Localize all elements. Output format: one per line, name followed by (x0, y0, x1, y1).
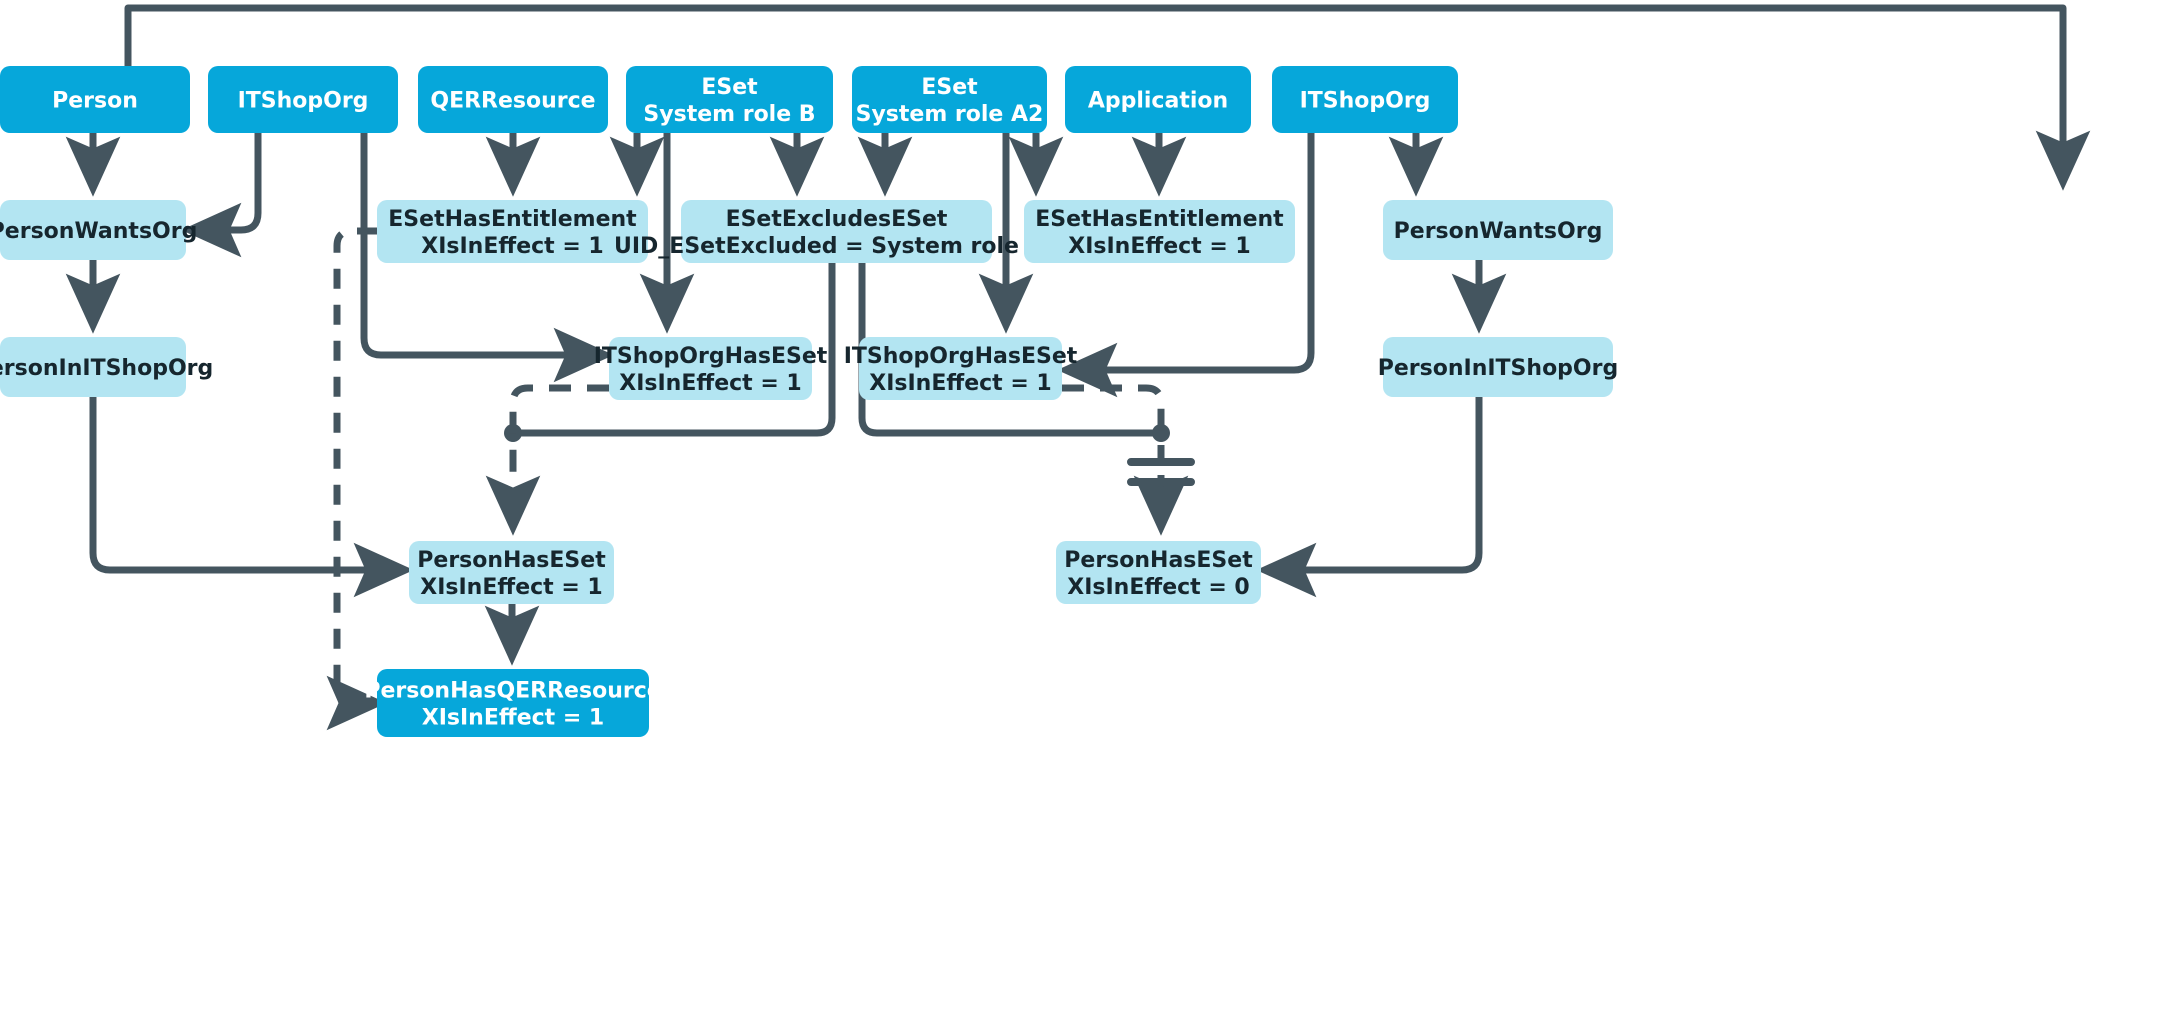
node-label: PersonWantsOrg (0, 219, 197, 244)
node-label: XIsInEffect = 1 (420, 575, 602, 600)
node-label: ESetHasEntitlement (1035, 207, 1284, 232)
node-personwantsorg-l[interactable]: PersonWantsOrg (0, 200, 197, 260)
node-person[interactable]: Person (0, 66, 190, 133)
node-itshoporg-right[interactable]: ITShopOrg (1272, 66, 1458, 133)
node-label: Person (52, 89, 138, 114)
node-box[interactable] (859, 337, 1062, 400)
edge-personinitshoporg-to-personhaseset1 (89, 397, 414, 598)
blocked-symbol-icon (1127, 458, 1195, 486)
node-label: ITShopOrgHasESet (594, 344, 828, 369)
node-label: XIsInEffect = 0 (1067, 575, 1249, 600)
node-box[interactable] (1383, 200, 1613, 260)
node-label: PersonHasESet (417, 548, 606, 573)
node-label: ITShopOrg (1300, 89, 1431, 114)
node-label: XIsInEffect = 1 (421, 234, 603, 259)
edge-top-bus (124, 4, 2091, 191)
node-box[interactable] (208, 66, 398, 133)
node-box[interactable] (0, 66, 190, 133)
node-label: XIsInEffect = 1 (422, 706, 604, 731)
node-label: PersonHasESet (1064, 548, 1253, 573)
node-box[interactable] (418, 66, 608, 133)
node-box[interactable] (0, 200, 186, 260)
node-label: PersonWantsOrg (1394, 219, 1603, 244)
node-box[interactable] (626, 66, 833, 133)
edge-itshoporgleft-to-itshoporghaseset (360, 133, 614, 383)
node-box[interactable] (377, 669, 649, 737)
node-label: ESet (701, 75, 758, 100)
edge-esetexcludeseset-right-leg (858, 263, 1161, 437)
node-box[interactable] (1056, 541, 1261, 604)
edge-personinitshoporg-to-personhaseset0 (1256, 397, 1483, 598)
node-box[interactable] (681, 200, 992, 263)
node-box[interactable] (1024, 200, 1295, 263)
node-label: PersonHasQERResource (364, 679, 661, 704)
node-box[interactable] (609, 337, 812, 400)
node-box[interactable] (1383, 337, 1613, 397)
node-label: ESetExcludesESet (726, 207, 948, 232)
node-label: System role A2 (856, 102, 1044, 127)
edge-dashed-esethasentitlement-to-personhasqerresource (326, 227, 387, 731)
node-label: ITShopOrgHasESet (844, 344, 1078, 369)
node-box[interactable] (409, 541, 614, 604)
node-label: ITShopOrg (238, 89, 369, 114)
node-itshoporg-left[interactable]: ITShopOrg (208, 66, 398, 133)
edge-dashed-itshoporghaseset-to-personhaseset1 (485, 384, 609, 536)
node-personwantsorg-r[interactable]: PersonWantsOrg (1383, 200, 1613, 260)
node-label: XIsInEffect = 1 (869, 371, 1051, 396)
node-box[interactable] (0, 337, 186, 397)
edge-itshoporgright-to-itshoporghaseset (1057, 133, 1315, 398)
node-label: UID_ESetExcluded = System role A2 (614, 234, 1059, 259)
node-personinitshop-l[interactable]: PersonInITShopOrg (0, 337, 213, 397)
node-label: QERResource (430, 89, 595, 114)
junction-dot-right (1152, 424, 1170, 442)
node-label: Application (1088, 89, 1228, 114)
edge-dashed-itshoporghaseset-right-to-personhaseset0 (1062, 384, 1165, 445)
node-box[interactable] (1065, 66, 1251, 133)
node-application[interactable]: Application (1065, 66, 1251, 133)
node-personinitshop-r[interactable]: PersonInITShopOrg (1378, 337, 1618, 397)
edge-itshoporgleft-to-personwantsorg (181, 133, 262, 258)
node-label: XIsInEffect = 1 (1068, 234, 1250, 259)
edge-esetexcludeseset-left-leg (513, 263, 836, 437)
node-label: XIsInEffect = 1 (619, 371, 801, 396)
node-box[interactable] (1272, 66, 1458, 133)
node-box[interactable] (852, 66, 1047, 133)
node-qerresource[interactable]: QERResource (418, 66, 608, 133)
node-box[interactable] (377, 200, 648, 263)
edge-layer (65, 4, 2091, 731)
node-label: ESet (921, 75, 978, 100)
node-label: ESetHasEntitlement (388, 207, 637, 232)
node-label: PersonInITShopOrg (0, 356, 213, 381)
node-label: System role B (643, 102, 815, 127)
node-label: PersonInITShopOrg (1378, 356, 1618, 381)
